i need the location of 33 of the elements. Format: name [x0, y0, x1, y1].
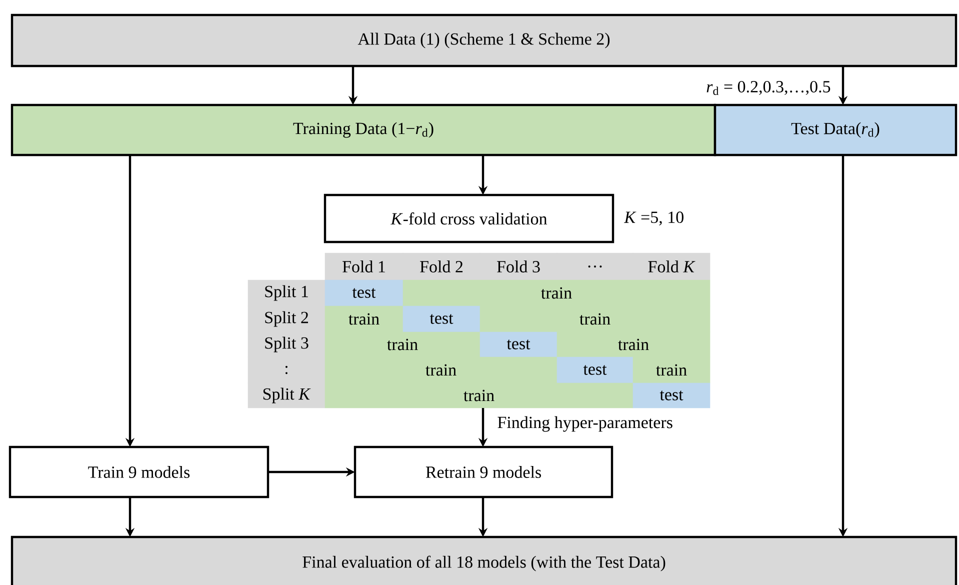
table-cell: train: [324, 332, 480, 358]
process-box: Train 9 models: [8, 446, 270, 498]
data-box: Test Data(r$_{d}$): [714, 104, 958, 156]
table-cell: test: [556, 356, 634, 384]
table-cell: test: [402, 306, 480, 332]
process-box: K-fold cross validation: [324, 194, 614, 244]
table-cell: test: [480, 332, 558, 358]
data-box: All Data (1) (Scheme 1 & Scheme 2): [10, 14, 958, 68]
table-cell: Fold K: [632, 252, 710, 280]
table-cell: train: [324, 356, 558, 384]
table-cell: :: [248, 356, 326, 384]
table-cell: …: [556, 252, 634, 280]
table-cell: Fold 3: [480, 252, 558, 280]
table-cell: test: [632, 382, 710, 408]
table-cell: train: [324, 382, 634, 408]
table-cell: train: [324, 306, 404, 332]
edge-label: r$_{d}$ = 0.2,0.3,…,0.5: [706, 80, 830, 95]
table-cell: Split 1: [248, 280, 326, 306]
table-cell: train: [480, 306, 710, 332]
note-text: K =5, 10: [624, 212, 684, 226]
table-cell: Split K: [248, 382, 326, 408]
data-box: Training Data (1−r$_{d}$): [10, 104, 716, 156]
process-box: Retrain 9 models: [354, 446, 614, 498]
table-cell: test: [324, 280, 404, 306]
table-cell: train: [556, 332, 710, 358]
data-box: Final evaluation of all 18 models (with the Test Data): [10, 536, 958, 585]
table-cell: Split 2: [248, 306, 326, 332]
table-cell: Split 3: [248, 332, 326, 358]
table-cell: Fold 1: [324, 252, 404, 280]
table-cell: Fold 2: [402, 252, 480, 280]
table-cell: train: [632, 356, 710, 384]
table-cell: train: [402, 280, 710, 306]
edge-label: Finding hyper-parameters: [498, 416, 672, 432]
